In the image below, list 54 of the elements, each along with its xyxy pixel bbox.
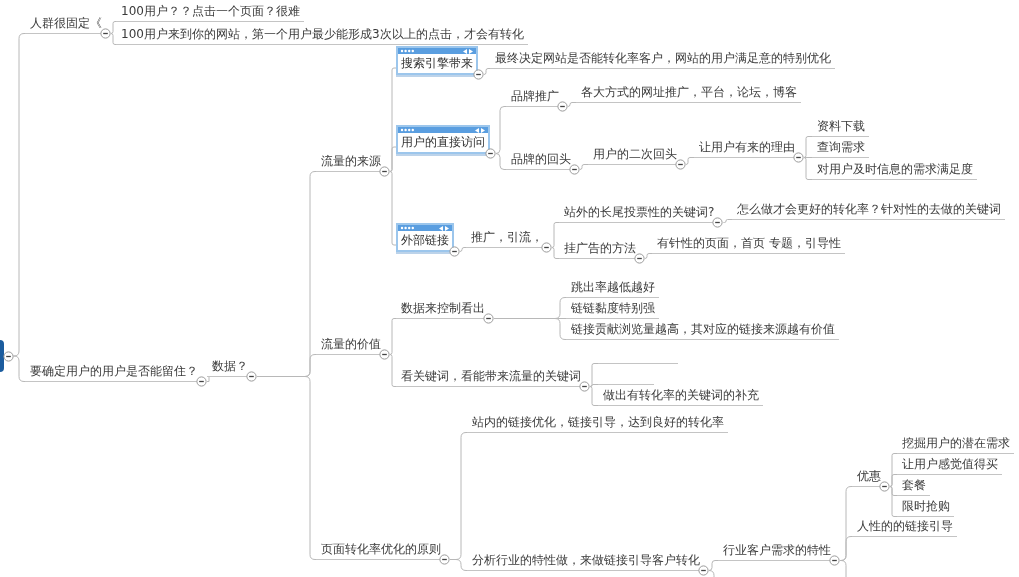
branch-line [110, 21, 117, 34]
branch-line [889, 474, 898, 487]
branch-line [13, 33, 26, 357]
topic-label: 挖掘用户的潜在需求 [897, 434, 1014, 454]
branch-line [389, 318, 397, 355]
topic-text: 外部链接 [400, 232, 450, 249]
branch-line [495, 153, 507, 170]
branch-line [589, 363, 599, 387]
topic-label: 最终决定网站是否能转化率客户，网站的用户满足意的特别优化 [490, 49, 835, 69]
branch-line [449, 559, 468, 571]
branch-line [389, 171, 397, 246]
branch-line [483, 68, 491, 75]
topic-label: 跳出率越低越好 [566, 278, 659, 298]
branch-line [708, 560, 719, 571]
topic-text: 用户的直接访问 [400, 134, 486, 151]
branch-line [389, 146, 397, 172]
branch-line [495, 106, 507, 154]
branch-line [110, 33, 117, 45]
topic-label: 站内的链接优化，链接引导，达到良好的转化率 [467, 413, 728, 433]
branch-line [589, 386, 599, 406]
branch-line [551, 222, 560, 248]
topic-label: 有针性的页面，首页 专题，引导性 [652, 234, 845, 254]
topic-label: 100用户？？点击一个页面？很难 [116, 2, 304, 22]
branch-line [722, 219, 733, 223]
topic-label: 做出有转化率的关键词的补充 [598, 386, 763, 406]
branch-line [567, 102, 577, 107]
branch-line [803, 157, 813, 158]
topic-label: 100用户来到你的网站，第一个用户最少能形成3次以上的点击，才会有转化 [116, 25, 528, 45]
branch-line [579, 164, 589, 170]
branch-line [839, 560, 847, 577]
branch-line [459, 247, 467, 252]
branch-line [389, 354, 397, 387]
topic-label: 限时抢购 [897, 497, 954, 517]
topic-text: 搜索引擎带来 [400, 55, 474, 72]
branch-line [803, 157, 813, 180]
branch-line [551, 247, 560, 259]
topic-label: 怎么做才会更好的转化率？针对性的去做的关键词 [732, 200, 1005, 220]
branch-line [644, 253, 653, 259]
topic-label: 套餐 [897, 476, 930, 496]
branch-line [13, 355, 26, 382]
topic-label: 链接贡献浏览量越高，其对应的链接来源越有价值 [566, 320, 839, 340]
branch-line [708, 570, 715, 577]
topic-label: 资料下载 [812, 117, 869, 137]
topic-label: 查询需求 [812, 138, 869, 158]
branch-line [685, 157, 695, 165]
topic-label: 链链黏度特别强 [566, 299, 659, 319]
branch-line [206, 376, 210, 382]
branch-line [889, 486, 898, 517]
branch-line [803, 136, 813, 158]
topic-label: 对用户及时信息的需求满足度 [812, 160, 977, 180]
topic-label: 人性的的链接引导 [852, 517, 957, 537]
topic-label: 让用户感觉值得买 [897, 455, 1002, 475]
branch-line [493, 318, 567, 340]
topic-label: 各大方式的网址推广，平台，论坛，博客 [576, 83, 801, 103]
